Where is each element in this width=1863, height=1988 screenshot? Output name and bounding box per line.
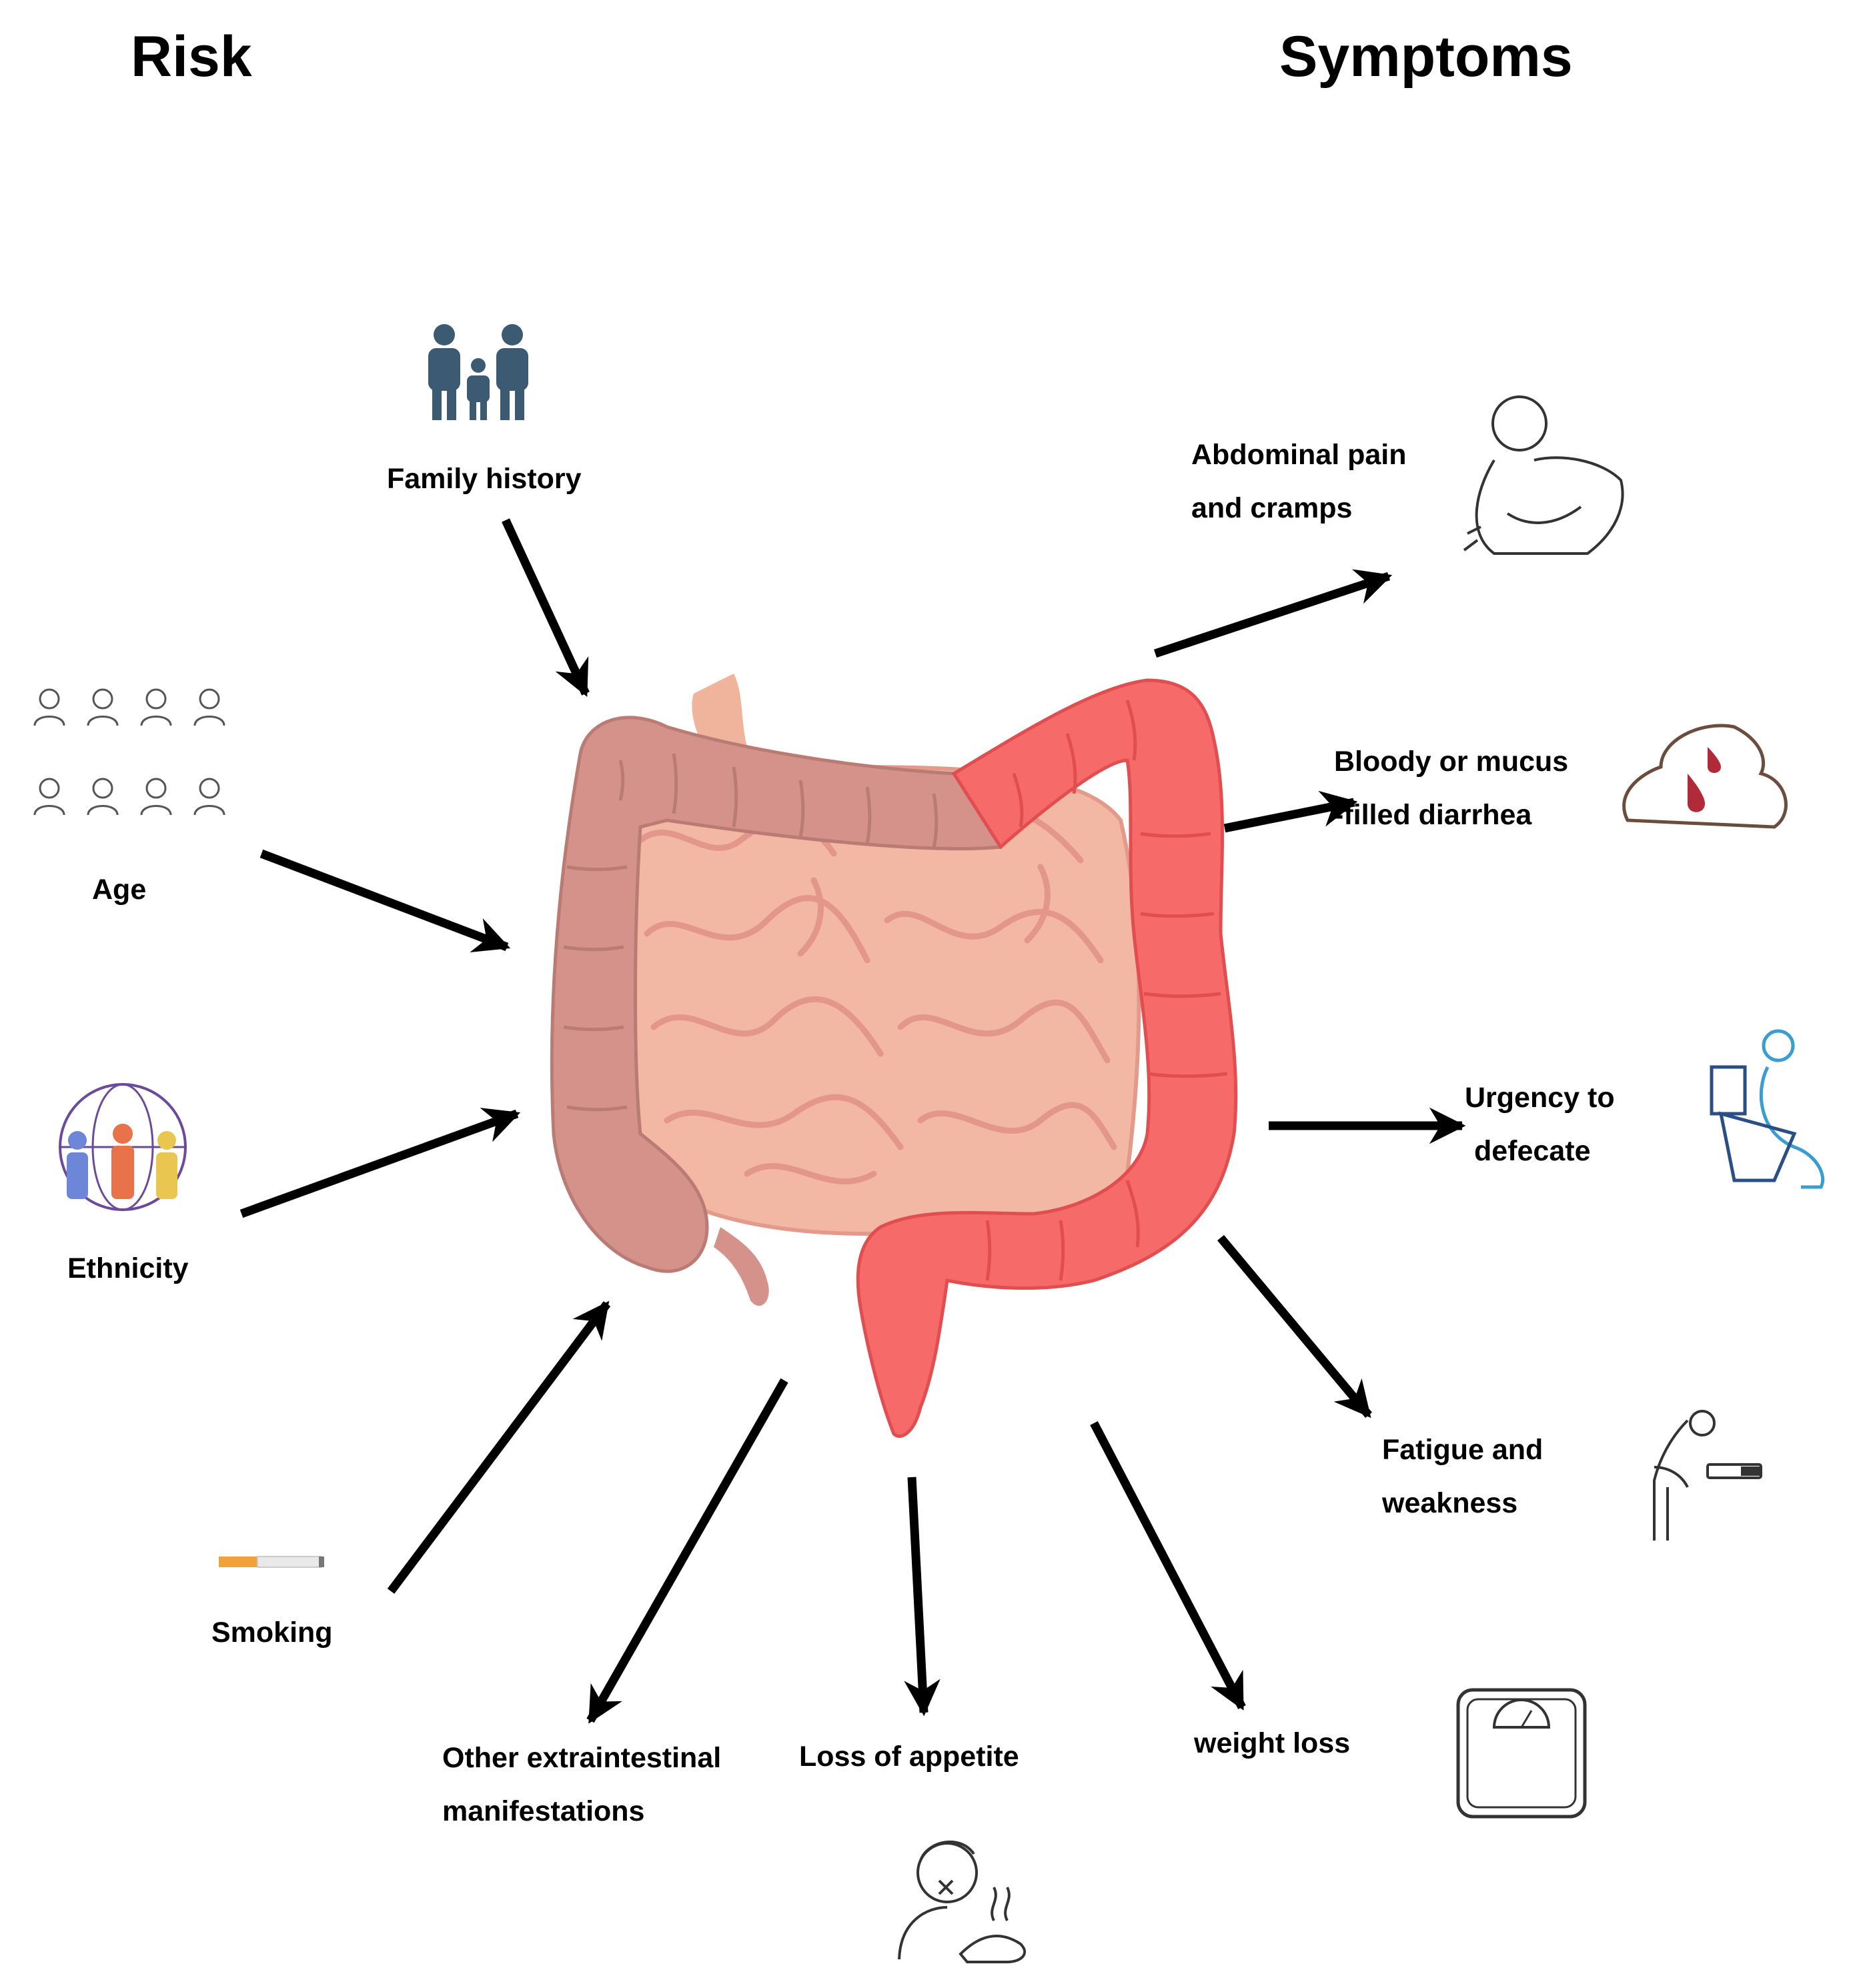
arrow-ethnicity [239,1108,521,1218]
arrow-family-history [502,518,590,697]
arrow-extraintestinal [586,1378,788,1724]
bloody-diarrhea-line-2: -filled diarrhea [1334,799,1532,831]
abdominal-pain-line-2: and cramps [1191,492,1353,524]
arrow-age [259,849,511,953]
arrow-weight-loss [1090,1420,1246,1711]
weight-loss-label: weight loss [1194,1727,1351,1759]
ethnicity-person-blue [67,1131,88,1199]
smoking-label: Smoking [211,1617,333,1649]
extraintestinal-line-1: Other extraintestinal [442,1742,722,1774]
abdominal-pain-line-1: Abdominal pain [1191,439,1407,471]
family-history-label: Family history [387,463,582,495]
arrow-fatigue [1217,1234,1372,1418]
age-icon [33,688,225,816]
fatigue-label: Fatigue and weakness [1382,1423,1543,1530]
person-on-toilet-icon [1710,1029,1825,1189]
cigarette-icon [219,1556,324,1568]
abdominal-pain-label: Abdominal pain and cramps [1191,428,1407,535]
extraintestinal-line-2: manifestations [442,1795,645,1827]
arrow-bloody-diarrhea [1223,790,1358,833]
arrow-loss-of-appetite [904,1476,941,1717]
intestines-illustration [550,674,1238,1438]
ethnicity-person-orange [111,1124,134,1199]
symptoms-heading: Symptoms [1279,25,1573,89]
diverse-people-globe-icon [59,1083,187,1211]
loss-of-appetite-label: Loss of appetite [799,1741,1019,1773]
person-holding-stomach-icon [1463,395,1624,555]
fatigue-line-1: Fatigue and [1382,1434,1543,1466]
stool-with-blood-drops-icon [1622,724,1788,829]
extraintestinal-label: Other extraintestinal manifestations [442,1731,721,1838]
person-refusing-food-icon [898,1841,1027,1963]
age-label: Age [92,874,147,906]
fatigue-line-2: weakness [1382,1487,1518,1519]
family-icon [428,324,528,420]
urgency-label: Urgency to defecate [1465,1071,1615,1178]
risk-heading: Risk [131,25,252,89]
arrow-smoking [387,1300,611,1594]
ethnicity-person-yellow [156,1131,177,1199]
urgency-line-2: defecate [1474,1135,1591,1167]
arrow-abdominal-pain [1153,569,1393,658]
tired-person-low-battery-icon [1653,1410,1762,1541]
urgency-line-1: Urgency to [1465,1082,1615,1114]
bloody-diarrhea-line-1: Bloody or mucus [1334,746,1569,778]
ethnicity-label: Ethnicity [67,1252,189,1284]
arrows [239,518,1466,1724]
bathroom-scale-icon [1456,1688,1587,1819]
bloody-diarrhea-label: Bloody or mucus -filled diarrhea [1334,735,1568,842]
